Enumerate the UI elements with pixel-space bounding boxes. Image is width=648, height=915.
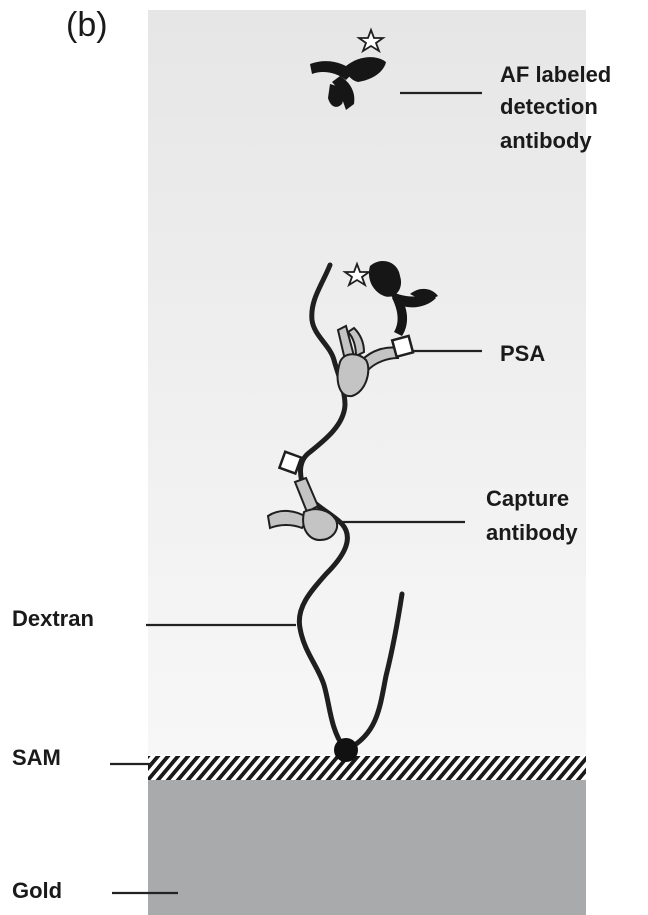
psa-label: PSA bbox=[500, 341, 545, 367]
sam-label: SAM bbox=[12, 745, 61, 771]
af-label-line2: detection bbox=[500, 94, 598, 120]
dextran-label: Dextran bbox=[12, 606, 94, 632]
gold-label: Gold bbox=[12, 878, 62, 904]
panel-label: (b) bbox=[66, 6, 108, 45]
solution-region bbox=[148, 10, 586, 755]
anchor-point bbox=[334, 738, 358, 762]
psa-antigen-icon bbox=[392, 336, 413, 357]
af-label-line1: AF labeled bbox=[500, 62, 611, 88]
gold-layer bbox=[148, 780, 586, 915]
capture-label-line2: antibody bbox=[486, 520, 578, 546]
capture-label-line1: Capture bbox=[486, 486, 569, 512]
sam-layer bbox=[148, 756, 586, 780]
af-label-line3: antibody bbox=[500, 128, 592, 154]
